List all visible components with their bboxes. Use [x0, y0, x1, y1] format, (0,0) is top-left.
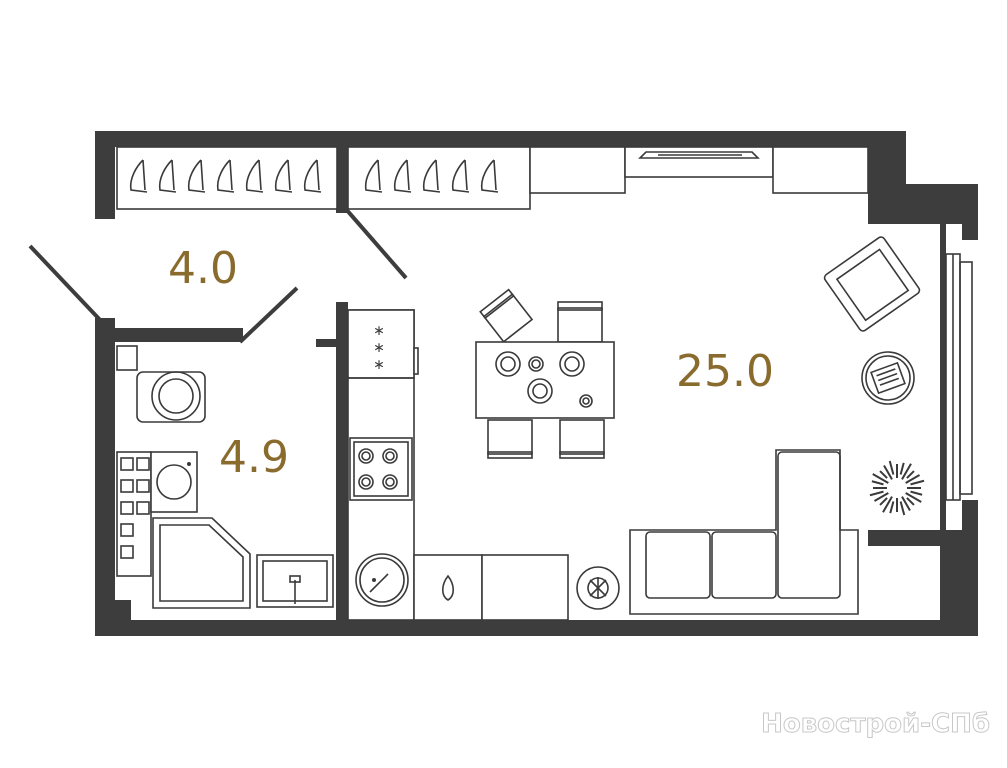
plant-leaf — [882, 496, 893, 513]
washing-machine — [150, 451, 198, 513]
shelf-grid — [116, 451, 152, 577]
chair-bottom-left — [487, 419, 533, 459]
kitchen: ∗ ∗ ∗ — [347, 309, 569, 621]
hanger-icon — [393, 159, 412, 193]
chair-bottom-right — [559, 419, 605, 459]
plant-leaf — [899, 462, 905, 475]
cabinet-top-right — [772, 146, 869, 194]
wardrobe-right — [347, 146, 531, 210]
wardrobe-left — [116, 146, 338, 210]
hanger-icon — [422, 159, 441, 193]
plant-leaf — [901, 496, 911, 512]
spice-icons: ∗ — [373, 323, 385, 339]
side-table — [861, 351, 915, 405]
bathroom-fixtures — [116, 345, 334, 609]
plant-leaf — [883, 464, 893, 480]
cabinet-top — [529, 146, 626, 194]
toilet-bowl-icon — [151, 371, 201, 421]
plant-leaf — [889, 501, 895, 514]
area-living: 25.0 — [676, 346, 774, 397]
chair-top — [557, 301, 603, 343]
plant-leaf — [910, 490, 923, 496]
plant-leaf — [901, 463, 912, 480]
plant-icon — [869, 460, 925, 516]
magazine-icon — [870, 361, 906, 395]
plant-leaf — [905, 492, 922, 503]
plant-leaf — [910, 479, 925, 486]
hanger-icon — [364, 159, 383, 193]
doors — [28, 206, 408, 344]
burner-icon-3 — [358, 474, 374, 490]
plant-leaf — [899, 501, 906, 516]
plant-leaf — [871, 480, 884, 486]
hanger-icon — [245, 159, 264, 193]
plant-leaf — [906, 470, 915, 479]
toilet-tank — [116, 345, 138, 371]
fridge — [481, 554, 569, 621]
kitchen-sink-icon — [355, 553, 409, 607]
plate-icon-2 — [559, 351, 585, 377]
plant-leaf — [906, 497, 915, 506]
walls — [95, 131, 978, 636]
upper-cabinet — [347, 309, 415, 379]
lower-cabinet — [413, 554, 483, 621]
shower-tray — [152, 517, 251, 609]
drop-icon — [441, 574, 455, 601]
watermark: Новострой-СПб — [761, 709, 990, 739]
floor-lamp-icon — [576, 566, 620, 610]
plate-icon-3 — [527, 378, 553, 404]
plant-leaf — [869, 490, 884, 497]
hanger-icon — [129, 159, 148, 193]
hanger-icon — [187, 159, 206, 193]
area-bathroom: 4.9 — [219, 432, 289, 483]
burner-icon-2 — [382, 448, 398, 464]
sofa — [629, 449, 859, 615]
window — [945, 253, 973, 501]
plant-leaf — [873, 492, 889, 502]
hanger-icon — [274, 159, 293, 193]
hanger-icon — [451, 159, 470, 193]
plant-leaf — [888, 460, 895, 475]
plate-icon — [495, 351, 521, 377]
washer-drum-icon — [156, 464, 192, 500]
hanger-icon — [303, 159, 322, 193]
hanger-icon — [480, 159, 499, 193]
chair-tilted — [479, 288, 534, 343]
plant-leaf — [872, 473, 889, 484]
area-hallway: 4.0 — [168, 243, 238, 294]
cup-icon-2 — [579, 394, 593, 408]
dining-set — [475, 288, 615, 459]
plant-leaf — [879, 470, 888, 479]
plant-leaf — [905, 474, 921, 484]
armchair — [823, 236, 921, 332]
burner-icon — [358, 448, 374, 464]
hanger-icon — [216, 159, 235, 193]
cooktop — [349, 437, 413, 501]
spice-icon-2: ∗ — [373, 340, 385, 356]
hanger-icon — [158, 159, 177, 193]
cup-icon — [528, 356, 544, 372]
spice-icon-3: ∗ — [373, 357, 385, 373]
burner-icon-4 — [382, 474, 398, 490]
plant-leaf — [879, 497, 888, 506]
